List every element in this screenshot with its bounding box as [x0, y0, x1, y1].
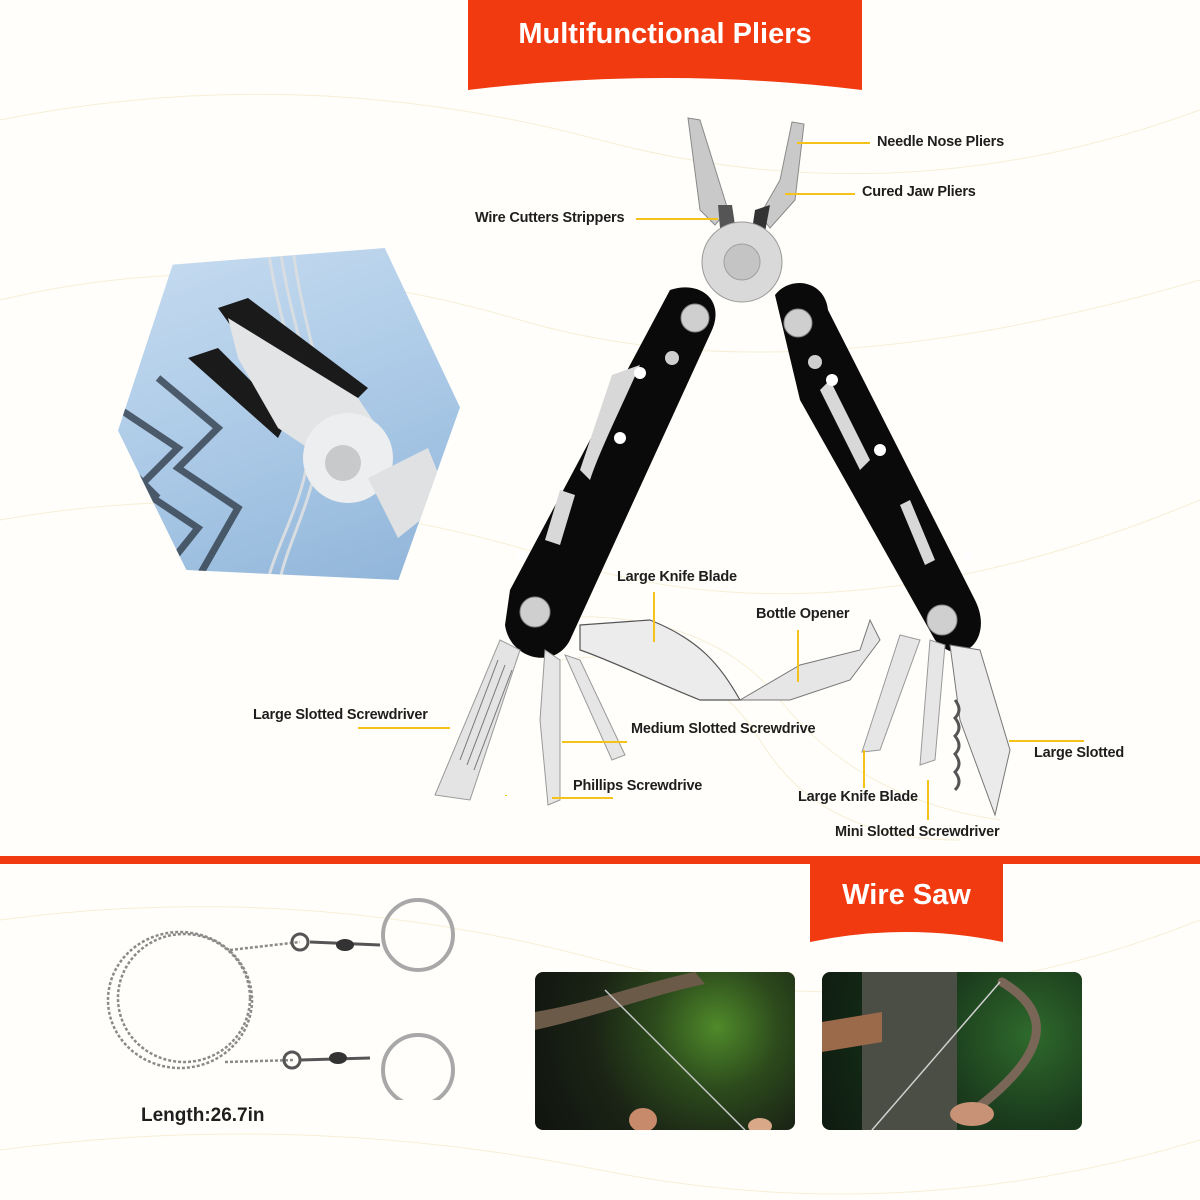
leader-line [358, 727, 450, 729]
bow-saw-icon [822, 972, 1041, 1130]
leader-line [1009, 740, 1084, 742]
label-mini-slotted-screwdriver: Mini Slotted Screwdriver [835, 824, 1000, 840]
leader-line [562, 741, 627, 743]
wire-saw-photo-branch [535, 972, 795, 1130]
pliers-cutting-wire-image [118, 248, 460, 580]
leader-line [863, 750, 865, 788]
leader-line [785, 193, 855, 195]
leader-line [505, 795, 507, 796]
leader-line [552, 797, 613, 799]
label-large-slotted-screwdriver: Large Slotted Screwdriver [253, 707, 428, 723]
branch-cutting-icon [535, 972, 772, 1130]
section-title-banner: Multifunctional Pliers [468, 0, 862, 90]
label-needle-nose-pliers: Needle Nose Pliers [877, 134, 1004, 150]
multitool-pliers-image [434, 117, 1011, 817]
wire-saw-photo-bow [822, 972, 1082, 1130]
section-title: Multifunctional Pliers [518, 18, 812, 50]
label-large-slotted: Large Slotted [1034, 745, 1125, 761]
leader-line [636, 218, 718, 220]
label-cured-jaw-pliers: Cured Jaw Pliers [862, 184, 976, 200]
wire-saw-length: Length:26.7in [141, 1105, 265, 1126]
label-large-knife-blade-bottom: Large Knife Blade [798, 789, 918, 805]
wire-saw-image [106, 898, 455, 1100]
section-divider [0, 856, 1200, 864]
leader-line [797, 142, 870, 144]
label-bottle-opener: Bottle Opener [756, 606, 850, 622]
label-medium-slotted-screwdrive: Medium Slotted Screwdrive [631, 721, 816, 737]
leader-line [927, 780, 929, 820]
wire-saw-title: Wire Saw [842, 879, 971, 911]
label-large-knife-blade-top: Large Knife Blade [617, 569, 737, 585]
label-phillips-screwdrive: Phillips Screwdrive [573, 778, 703, 794]
leader-line [797, 630, 799, 682]
label-wire-cutters-strippers: Wire Cutters Strippers [475, 210, 625, 226]
wire-saw-banner: Wire Saw [810, 864, 1003, 942]
leader-line [653, 592, 655, 642]
pliers-wire-icon [118, 248, 448, 580]
